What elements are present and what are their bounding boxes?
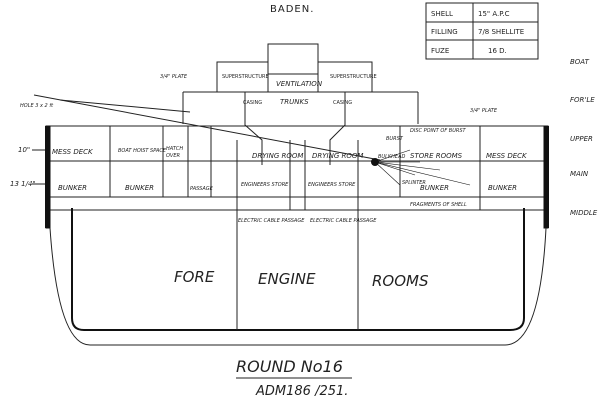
left-deck-label-lower: 13 1/4" — [10, 180, 36, 188]
label-fore: FORE — [174, 268, 215, 286]
spec-value-filling: 7/8 SHELLITE — [478, 28, 524, 36]
annotation-fragments-of-shell: FRAGMENTS OF SHELL — [410, 202, 467, 208]
label-ventilation: VENTILATION — [276, 80, 323, 88]
label-bunker-right-2: BUNKER — [488, 184, 517, 192]
label-rooms: ROOMS — [372, 272, 429, 290]
annotation-right-plate: 3/4" PLATE — [470, 108, 498, 114]
label-engineers-store-left: ENGINEERS STORE — [241, 182, 289, 188]
annotation-top-plate: 3/4" PLATE — [160, 74, 188, 80]
spec-label-filling: FILLING — [431, 28, 458, 36]
label-engineers-store-right: ENGINEERS STORE — [308, 182, 356, 188]
label-superstructure-right: SUPERSTRUCTURE — [330, 74, 377, 80]
label-drying-room-right: DRYING ROOM — [312, 152, 363, 160]
label-superstructure-left: SUPERSTRUCTURE — [222, 74, 269, 80]
label-hatch-over: OVER — [166, 153, 180, 159]
label-electric-cable-passage-left: ELECTRIC CABLE PASSAGE — [238, 218, 305, 224]
lower-hull-outer — [49, 227, 547, 346]
deck-label-upper: UPPER — [570, 135, 593, 143]
label-casing-left: CASING — [243, 100, 262, 106]
compartment-dividers — [109, 126, 481, 330]
ventilation-stack — [182, 43, 419, 165]
spec-label-shell: SHELL — [431, 10, 453, 18]
deck-label-main: MAIN — [570, 170, 589, 178]
spec-value-fuze: 16 D. — [488, 47, 507, 55]
label-boat-hoist-space: BOAT HOIST SPACE — [118, 148, 167, 154]
spec-label-fuze: FUZE — [431, 47, 449, 55]
annotation-dist-point: DISC POINT OF BURST — [410, 128, 467, 134]
label-electric-cable-passage-right: ELECTRIC CABLE PASSAGE — [310, 218, 377, 224]
hull-sides — [45, 126, 549, 228]
label-passage-left: PASSAGE — [190, 186, 214, 192]
right-armour-belt — [543, 125, 549, 229]
label-drying-room-left: DRYING ROOM — [252, 152, 303, 160]
label-casing-right: CASING — [333, 100, 352, 106]
label-bunker-mid: BUNKER — [125, 184, 154, 192]
footer-reference: ADM186 /251. — [255, 384, 348, 399]
label-bulkhead: BULKHEAD — [378, 154, 405, 160]
ship-name: BADEN. — [270, 4, 314, 15]
footer-round: ROUND No16 — [236, 357, 343, 376]
deck-label-forle: FOR'LE — [570, 96, 595, 104]
right-deck-labels: BOAT FOR'LE UPPER MAIN MIDDLE — [570, 58, 598, 217]
annotation-splinter: SPLINTER — [402, 180, 426, 186]
annotation-burst: BURST — [386, 136, 404, 142]
shell-trajectory — [33, 94, 381, 161]
label-bunker-right: BUNKER — [420, 184, 449, 192]
label-trunks: TRUNKS — [280, 98, 309, 106]
label-hatch: HATCH — [166, 146, 183, 152]
label-mess-deck-left: MESS DECK — [52, 148, 94, 156]
deck-label-middle: MIDDLE — [570, 209, 598, 217]
label-store-rooms: STORE ROOMS — [410, 152, 463, 160]
lower-hull-inner — [71, 208, 525, 331]
spec-table: SHELL 15" A.P.C FILLING 7/8 SHELLITE FUZ… — [425, 2, 539, 60]
annotation-hole-left: HOLE 3 x 2 ft — [20, 103, 54, 109]
label-bunker-left: BUNKER — [58, 184, 87, 192]
spec-value-shell: 15" A.P.C — [478, 10, 510, 18]
label-engine: ENGINE — [258, 270, 316, 288]
label-mess-deck-right: MESS DECK — [486, 152, 528, 160]
left-armour-belt — [45, 125, 51, 229]
deck-label-boat: BOAT — [570, 58, 590, 66]
left-deck-label-upper: 10" — [18, 146, 30, 154]
shell-burst-marker — [371, 149, 471, 186]
